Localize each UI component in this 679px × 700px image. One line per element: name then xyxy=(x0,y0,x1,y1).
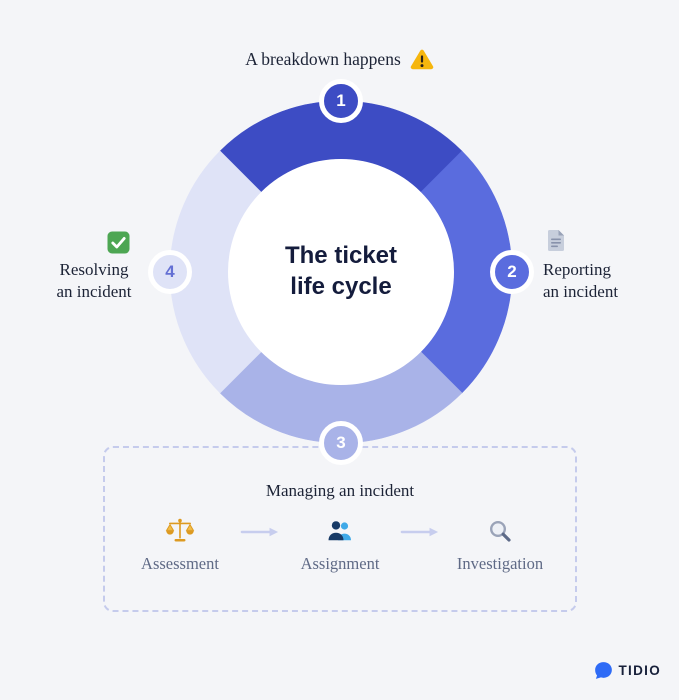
warning-triangle-icon xyxy=(410,49,434,70)
panel-item-investigation: Investigation xyxy=(440,517,560,574)
step-4-label-line1: Resolving xyxy=(59,260,129,279)
assignment-label: Assignment xyxy=(300,554,380,573)
step-3-number: 3 xyxy=(336,433,346,452)
managing-incident-panel: Managing an incident Assessment xyxy=(103,446,577,612)
investigation-label: Investigation xyxy=(456,554,544,573)
cycle-title-line1: The ticket xyxy=(284,242,398,269)
cycle-title-line2: life cycle xyxy=(290,273,392,300)
tidio-bubble-icon xyxy=(594,661,613,680)
step1-caption-text: A breakdown happens xyxy=(245,48,401,69)
tidio-brand-text: TIDIO xyxy=(618,663,661,678)
arrow-icon xyxy=(400,526,440,538)
scales-icon xyxy=(165,517,195,545)
step-1-badge: 1 xyxy=(319,79,363,123)
assessment-label: Assessment xyxy=(141,554,219,573)
arrow-icon xyxy=(240,526,280,538)
tidio-logo: TIDIO xyxy=(594,661,662,680)
step-2-badge: 2 xyxy=(490,250,534,294)
step-4-label-line2: an incident xyxy=(56,281,132,301)
step1-caption: A breakdown happens xyxy=(0,46,679,72)
panel-item-assessment: Assessment xyxy=(120,517,240,574)
document-icon xyxy=(546,228,566,253)
step-2-label-line2: an incident xyxy=(543,281,619,301)
check-icon xyxy=(107,231,130,254)
step-3-badge: 3 xyxy=(319,421,363,465)
step-2-label: Reporting an incident xyxy=(543,259,618,302)
cycle-title: The ticket life cycle xyxy=(171,240,511,302)
step-4-label: Resolving an incident xyxy=(41,259,147,302)
step-4-badge: 4 xyxy=(148,250,192,294)
step-1-number: 1 xyxy=(336,91,346,110)
step-2-label-line1: Reporting xyxy=(543,260,611,279)
panel-item-assignment: Assignment xyxy=(280,517,400,574)
step-2-number: 2 xyxy=(507,262,517,281)
people-icon xyxy=(326,517,354,545)
step-4-number: 4 xyxy=(165,262,175,281)
magnifier-icon xyxy=(488,517,512,545)
managing-panel-items: Assessment Assignment xyxy=(105,517,575,574)
managing-panel-title: Managing an incident xyxy=(265,481,415,500)
